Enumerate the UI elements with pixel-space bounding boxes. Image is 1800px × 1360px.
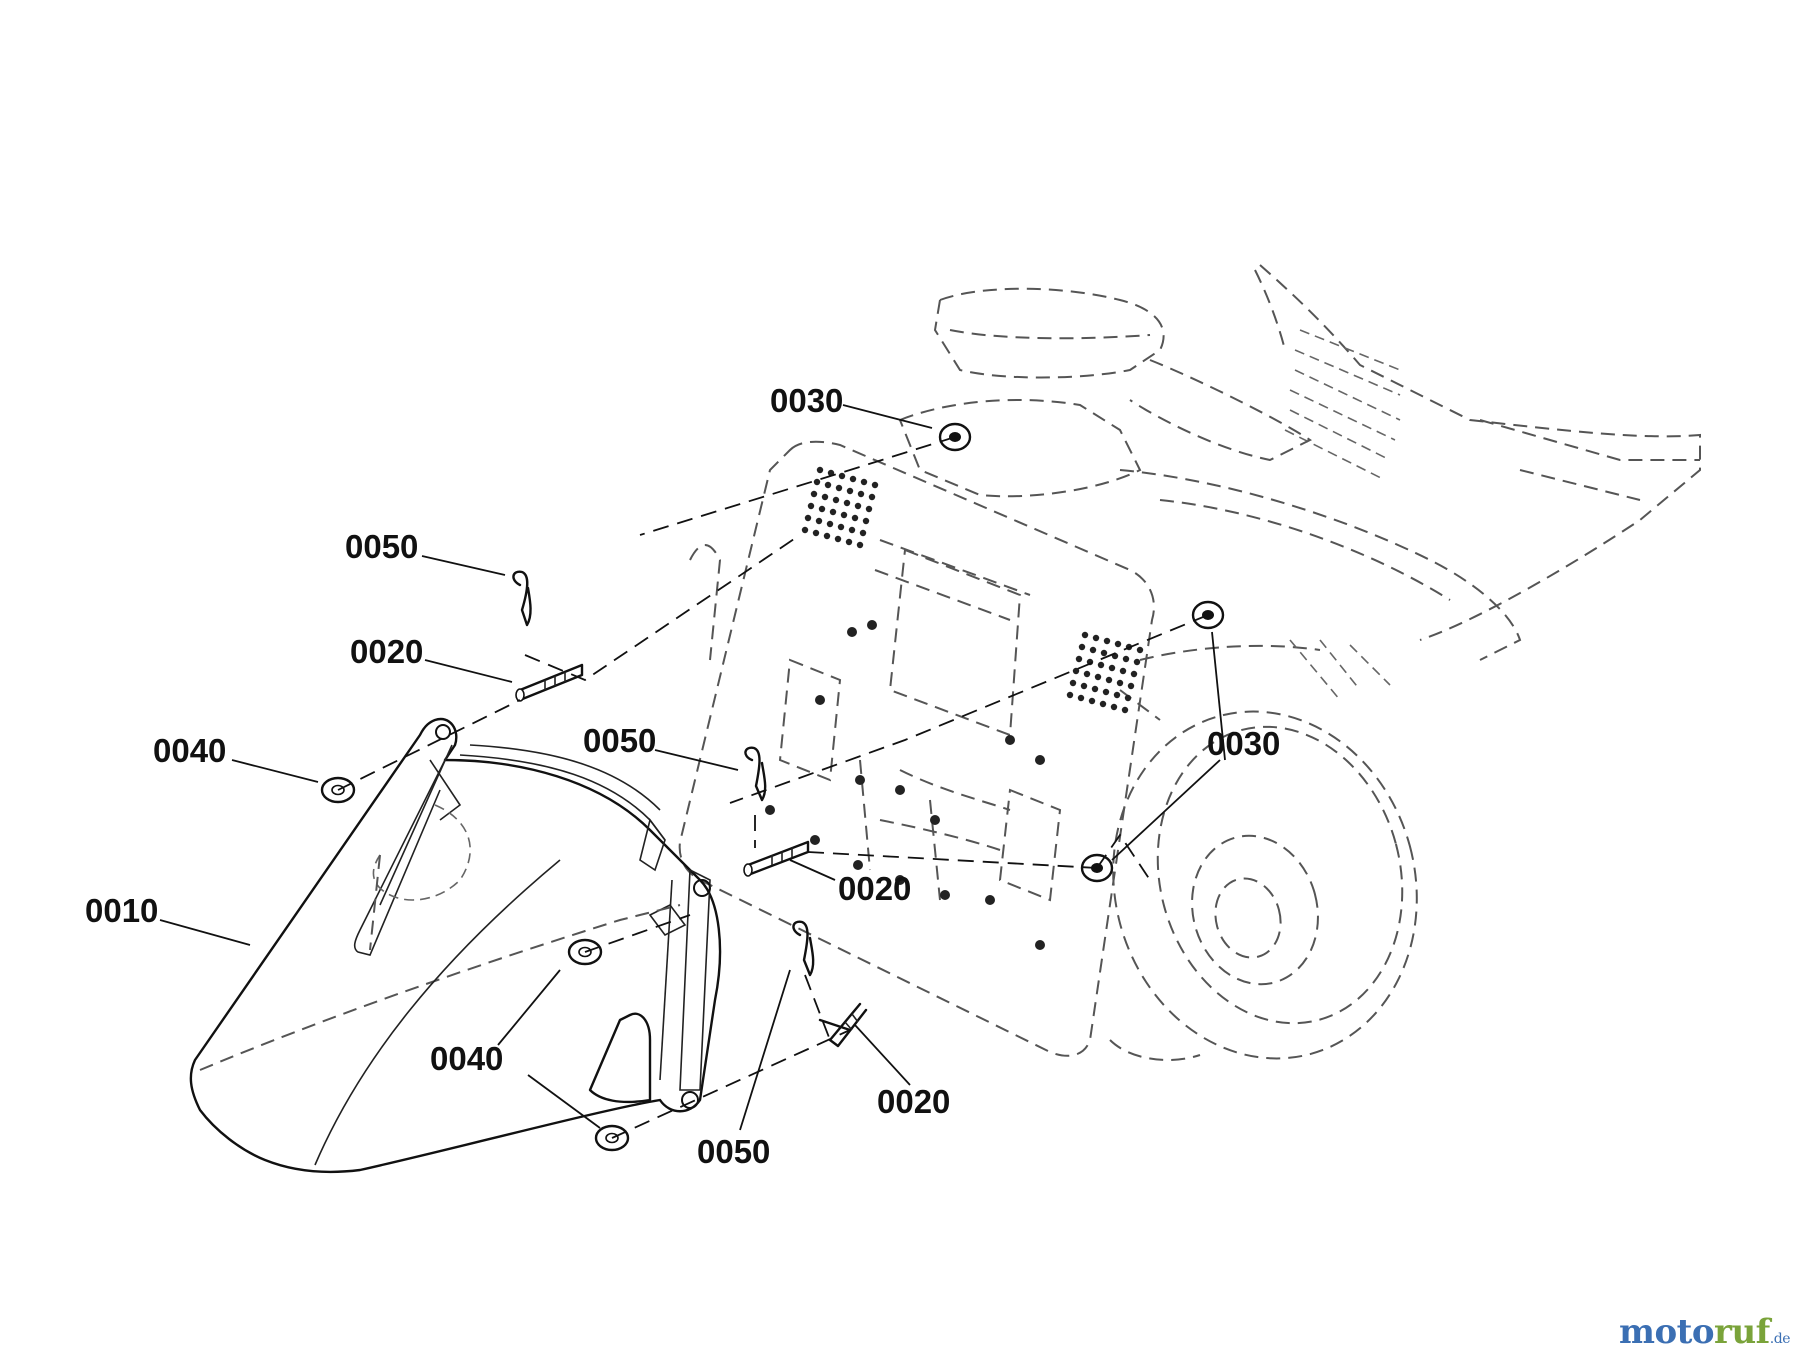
callout-0040-lower: 0040 [430,1040,503,1077]
vent-hole [801,526,809,534]
pin-upper [515,663,584,702]
vent-grid-lower [1066,631,1144,714]
pin-middle [743,840,810,877]
vent-hole [1077,694,1085,702]
vent-hole [856,541,864,549]
callout-0030-upper: 0030 [770,382,843,419]
vent-hole [821,493,829,501]
vent-hole [860,478,868,486]
callout-0010-chute: 0010 [85,892,158,929]
vent-hole [810,490,818,498]
vent-hole [1130,670,1138,678]
vent-hole [849,475,857,483]
callout-leaders [159,404,1226,1131]
vent-hole [1133,658,1141,666]
vent-hole [838,472,846,480]
tractor-ghost-outline [898,264,1701,1061]
vent-hole [832,496,840,504]
vent-hole [1083,670,1091,678]
vent-hole [1116,679,1124,687]
vent-hole [1089,646,1097,654]
callout-0020-middle: 0020 [838,870,911,907]
plate-bolts [765,620,1045,950]
vent-hole [835,484,843,492]
vent-hole [862,517,870,525]
vent-hole [1108,664,1116,672]
vent-hole [857,490,865,498]
vent-hole [846,487,854,495]
vent-hole [1119,667,1127,675]
hairpin-clip-lower [792,920,815,977]
vent-hole [826,520,834,528]
callout-0020-upper: 0020 [350,633,423,670]
vent-hole [1069,679,1077,687]
vent-hole [815,517,823,525]
vent-hole [807,502,815,510]
vent-hole [829,508,837,516]
vent-grid-upper [801,466,879,549]
vent-hole [845,538,853,546]
motoruf-watermark: motoruf.de [1618,1312,1791,1352]
vent-hole [843,499,851,507]
vent-hole [871,481,879,489]
vent-hole [1097,661,1105,669]
grass-chute [189,717,722,1174]
vent-hole [1078,643,1086,651]
vent-hole [1091,685,1099,693]
watermark-part2: ruf [1714,1312,1770,1352]
vent-hole [1136,646,1144,654]
vent-hole [1110,703,1118,711]
vent-hole [854,502,862,510]
watermark-part1: moto [1618,1312,1715,1352]
vent-hole [1122,655,1130,663]
watermark-part3: .de [1769,1331,1791,1347]
vent-hole [818,505,826,513]
callout-0040-upper: 0040 [153,732,226,769]
callout-0050-middle: 0050 [583,722,656,759]
vent-hole [865,505,873,513]
callout-0050-lower: 0050 [697,1133,770,1170]
vent-hole [1103,637,1111,645]
vent-hole [859,529,867,537]
callout-0030-right: 0030 [1207,725,1280,762]
vent-hole [1102,688,1110,696]
vent-hole [824,481,832,489]
vent-hole [1066,691,1074,699]
vent-hole [868,493,876,501]
vent-hole [1124,694,1132,702]
vent-hole [1121,706,1129,714]
vent-hole [1080,682,1088,690]
vent-hole [1127,682,1135,690]
vent-hole [804,514,812,522]
hairpin-clip-upper [512,570,532,627]
vent-hole [1099,700,1107,708]
vent-hole [837,523,845,531]
vent-hole [1075,655,1083,663]
vent-hole [816,466,824,474]
vent-hole [823,532,831,540]
pin-lower [818,1002,868,1048]
vent-hole [812,529,820,537]
installation-lines [337,436,1209,1139]
vent-hole [1092,634,1100,642]
callout-0020-lower: 0020 [877,1083,950,1120]
vent-hole [1072,667,1080,675]
callout-0050-upper: 0050 [345,528,418,565]
vent-hole [834,535,842,543]
vent-hole [1113,691,1121,699]
vent-hole [851,514,859,522]
vent-hole [1081,631,1089,639]
hairpin-clip-middle [744,746,767,802]
vent-hole [1114,640,1122,648]
vent-hole [813,478,821,486]
vent-hole [1094,673,1102,681]
vent-hole [1100,649,1108,657]
vent-hole [840,511,848,519]
vent-hole [1105,676,1113,684]
vent-hole [1088,697,1096,705]
vent-hole [848,526,856,534]
